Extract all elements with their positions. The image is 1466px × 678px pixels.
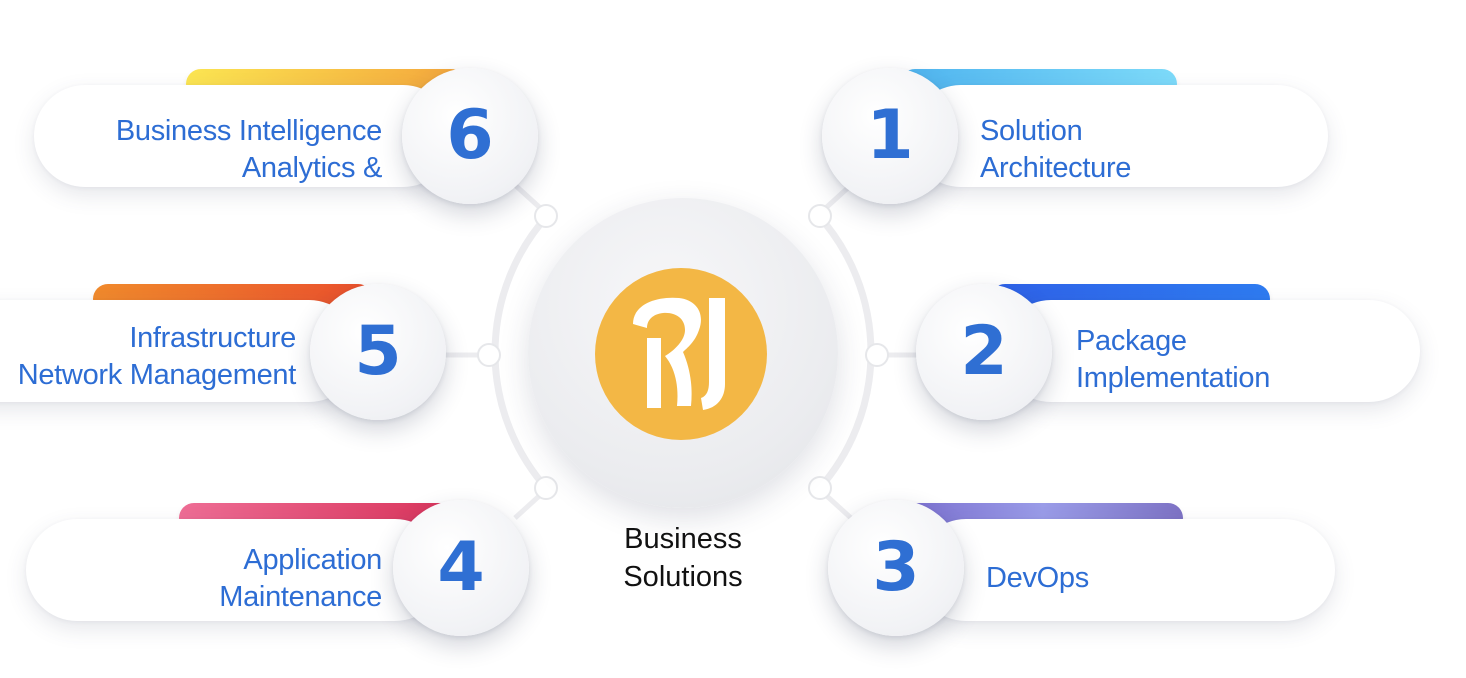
center-label-line2: Solutions — [623, 561, 743, 593]
item-1-number: 1 — [866, 96, 914, 175]
item-1-line1: Solution — [980, 115, 1083, 147]
ri-logo-icon — [595, 268, 767, 440]
item-3-line1: DevOps — [986, 562, 1089, 594]
node-dot — [808, 204, 832, 228]
item-4-card — [26, 519, 446, 621]
item-5-number: 5 — [354, 312, 402, 391]
item-4-line2: Maintenance — [219, 581, 382, 613]
item-6-number: 6 — [446, 96, 494, 175]
logo-i-shape — [701, 298, 725, 410]
item-3-number: 3 — [872, 528, 920, 607]
node-dot — [808, 476, 832, 500]
item-4-line1: Application — [243, 544, 382, 576]
item-3-card — [915, 519, 1335, 621]
node-dot — [534, 204, 558, 228]
item-3-number-badge: 3 — [828, 500, 964, 636]
item-2-number-badge: 2 — [916, 284, 1052, 420]
node-dot — [534, 476, 558, 500]
item-1-card — [910, 85, 1328, 187]
ri-logo-glyph — [633, 297, 725, 410]
item-2-number: 2 — [960, 312, 1008, 391]
item-1-line2: Architecture — [980, 152, 1132, 184]
item-6-card — [34, 85, 454, 187]
center-label-line1: Business — [624, 523, 742, 555]
item-6-line2: Analytics & — [241, 152, 382, 184]
item-6-number-badge: 6 — [402, 68, 538, 204]
node-dot — [865, 343, 889, 367]
item-2-card — [1000, 300, 1420, 402]
item-6-label: Business Intelligence Analytics & — [60, 113, 382, 187]
item-2-line1: Package — [1076, 325, 1187, 357]
item-5-line2: Network Management — [17, 359, 297, 391]
item-5-label: Infrastructure Network Management — [0, 320, 297, 394]
item-5-card — [0, 300, 360, 402]
item-3-label: DevOps — [986, 560, 1286, 597]
item-4-label: Application Maintenance — [60, 542, 382, 616]
item-2-line2: Implementation — [1076, 362, 1271, 394]
item-1-label: Solution Architecture — [980, 113, 1280, 187]
node-dot — [477, 343, 501, 367]
item-1-number-badge: 1 — [822, 68, 958, 204]
item-4-number-badge: 4 — [393, 500, 529, 636]
item-4-number: 4 — [437, 528, 485, 607]
logo-r-shape — [633, 297, 701, 406]
center-label: Business Solutions — [583, 520, 783, 596]
item-5-number-badge: 5 — [310, 284, 446, 420]
item-2-label: Package Implementation — [1076, 323, 1376, 397]
item-5-line1: Infrastructure — [129, 322, 296, 354]
logo-r-stem — [647, 338, 661, 408]
item-6-line1: Business Intelligence — [115, 115, 382, 147]
